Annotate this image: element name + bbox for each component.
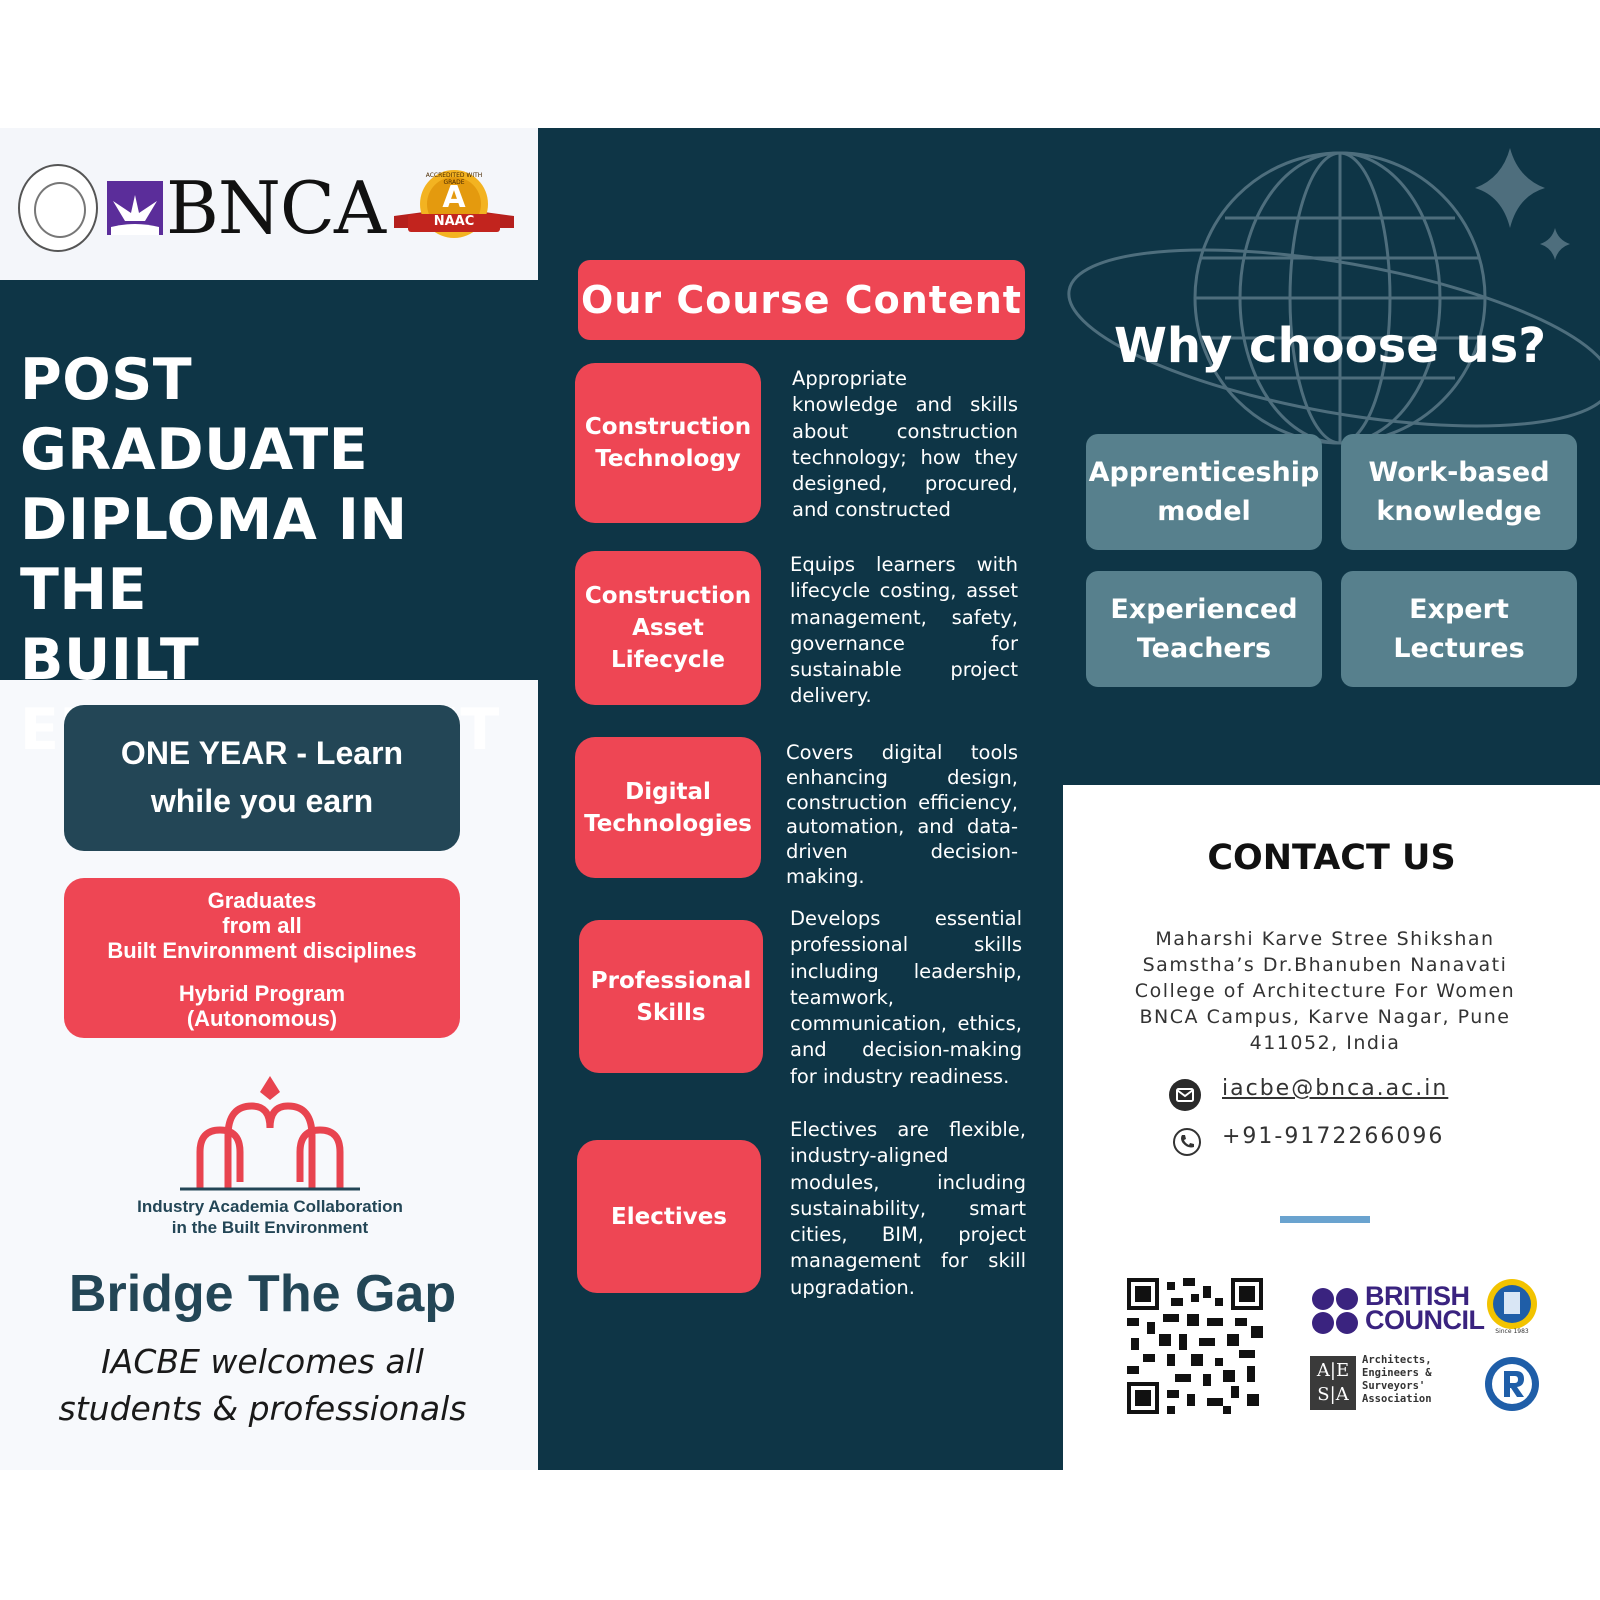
aesa-logo-icon: A|E S|A	[1310, 1356, 1356, 1410]
aesa-text: Architects, Engineers & Surveyors' Assoc…	[1362, 1354, 1432, 1406]
iacbe-logo-icon	[180, 1072, 360, 1192]
eligibility-card: Graduates from all Built Environment dis…	[64, 878, 460, 1038]
course-item-title: Electives	[611, 1203, 727, 1230]
program-title-line: POST GRADUATE	[20, 347, 369, 483]
aesa-text-line: Engineers &	[1362, 1367, 1432, 1379]
program-title: POST GRADUATE DIPLOMA IN THE BUILT ENVIR…	[20, 345, 540, 765]
phone-number: +91-9172266096	[1222, 1124, 1445, 1149]
institution-seal-small-icon	[1484, 1278, 1540, 1340]
british-council-line: COUNCIL	[1365, 1305, 1485, 1335]
address-line: 411052, India	[1249, 1032, 1401, 1054]
eligibility-line: Graduates	[207, 888, 317, 913]
naac-grade: A	[442, 180, 466, 215]
why-item-line: Expert	[1409, 594, 1509, 625]
course-content-heading: Our Course Content	[578, 260, 1025, 340]
course-item-title: Construction	[584, 414, 752, 440]
r-partner-logo-icon	[1484, 1356, 1540, 1412]
welcome-text: IACBE welcomes all students & profession…	[20, 1338, 505, 1432]
why-choose-heading: Why choose us?	[1113, 318, 1547, 374]
eligibility-line: Built Environment disciplines	[107, 938, 417, 963]
address-line: College of Architecture For Women	[1134, 980, 1516, 1002]
aesa-mark-line: S|A	[1317, 1384, 1349, 1405]
hybrid-line: (Autonomous)	[186, 1006, 338, 1031]
course-item-description: Develops essential professional skills i…	[790, 907, 1022, 1088]
why-item-line: Work-based	[1368, 457, 1550, 488]
address-line: Maharshi Karve Stree Shikshan	[1155, 928, 1495, 950]
contact-heading: CONTACT US	[1207, 838, 1456, 878]
course-item-title: Digital	[625, 778, 711, 805]
why-item-line: Lectures	[1393, 633, 1525, 664]
course-item-title: Technology	[595, 446, 741, 472]
aesa-text-line: Architects,	[1362, 1354, 1432, 1366]
iacbe-caption-line: Industry Academia Collaboration	[137, 1197, 403, 1216]
why-item-line: Apprenticeship	[1088, 457, 1320, 488]
course-item-title: Asset Lifecycle	[611, 615, 725, 673]
course-item-description: Covers digital tools enhancing design, c…	[786, 741, 1018, 888]
address-line: Samstha’s Dr.Bhanuben Nanavati	[1142, 954, 1508, 976]
why-item-line: Teachers	[1136, 633, 1272, 664]
british-council-line: BRITISH	[1365, 1281, 1470, 1311]
bnca-bird-logo-icon	[107, 181, 163, 235]
why-item-line: Experienced	[1110, 594, 1298, 625]
phone-icon	[1172, 1127, 1202, 1157]
course-item-description: Appropriate knowledge and skills about c…	[792, 367, 1018, 522]
british-council-logo: BRITISH COUNCIL	[1365, 1281, 1485, 1335]
contact-divider	[1280, 1216, 1370, 1223]
institution-seal-icon	[18, 164, 98, 252]
course-item-title: Technologies	[584, 810, 752, 837]
one-year-line: while you earn	[150, 783, 374, 819]
qr-code-icon[interactable]	[1127, 1278, 1263, 1414]
eligibility-line: from all	[222, 913, 302, 938]
email-icon	[1168, 1078, 1202, 1112]
globe-illustration-icon	[1050, 148, 1600, 448]
course-item-electives: Electives	[577, 1140, 761, 1293]
program-title-line: DIPLOMA IN THE	[20, 487, 408, 623]
one-year-line: ONE YEAR - Learn	[120, 735, 404, 771]
hybrid-line: Hybrid Program	[178, 981, 346, 1006]
why-item-line: knowledge	[1376, 496, 1542, 527]
course-item-description: Electives are flexible, industry-aligned…	[790, 1118, 1026, 1299]
welcome-line: students & professionals	[58, 1389, 467, 1428]
iacbe-caption-line: in the Built Environment	[171, 1218, 369, 1237]
bnca-wordmark: BNCA	[166, 166, 386, 250]
why-item-apprenticeship: Apprenticeship model	[1086, 434, 1322, 550]
naac-badge-top-text: ACCREDITED WITH GRADE	[425, 172, 483, 186]
title-panel	[0, 280, 538, 680]
naac-badge-icon	[394, 168, 514, 248]
one-year-card: ONE YEAR - Learn while you earn	[64, 705, 460, 851]
course-item-title: Professional	[590, 967, 752, 994]
naac-label: NAAC	[433, 214, 475, 229]
aesa-text-line: Surveyors'	[1362, 1380, 1426, 1392]
welcome-line: IACBE welcomes all	[101, 1342, 424, 1381]
course-item-title: Construction	[584, 583, 752, 609]
british-council-dots-icon	[1310, 1286, 1362, 1338]
contact-address: Maharshi Karve Stree Shikshan Samstha’s …	[1120, 926, 1530, 1056]
why-item-work-based: Work-based knowledge	[1341, 434, 1577, 550]
aesa-mark-line: A|E	[1316, 1360, 1350, 1381]
iacbe-caption: Industry Academia Collaboration in the B…	[100, 1196, 440, 1238]
why-item-line: model	[1157, 496, 1251, 527]
seal-since-text: Since 1983	[1495, 1328, 1529, 1335]
program-title-line: BUILT	[20, 627, 200, 693]
course-item-description: Equips learners with lifecycle costing, …	[790, 553, 1018, 708]
address-line: BNCA Campus, Karve Nagar, Pune	[1139, 1006, 1511, 1028]
course-item-title: Skills	[636, 999, 706, 1026]
aesa-text-line: Association	[1362, 1393, 1432, 1405]
email-link[interactable]: iacbe@bnca.ac.in	[1222, 1076, 1449, 1101]
tagline: Bridge The Gap	[68, 1265, 457, 1323]
